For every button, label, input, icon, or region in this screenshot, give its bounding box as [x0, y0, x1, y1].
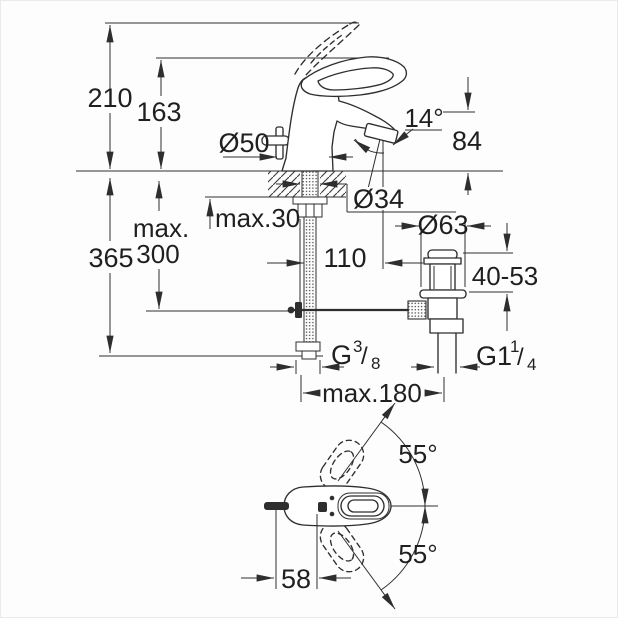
hose-connector-end — [301, 350, 317, 360]
lever-tip — [264, 502, 289, 510]
supply-thread-slash: / — [361, 343, 368, 370]
dimension-body-top-height: 163 — [136, 60, 182, 169]
lever-raised-dashed — [294, 21, 360, 76]
dim-spout-reach-label: 110 — [323, 243, 366, 273]
dim-total-depth-label: 365 — [88, 243, 133, 273]
waste-coupler — [429, 318, 464, 334]
dim-waste-range-label: 40-53 — [472, 261, 539, 291]
dim-swivel-upper-label: 55° — [398, 439, 437, 469]
dimension-mounting-hole: Ø34 — [276, 180, 456, 214]
swivel-range — [337, 402, 429, 610]
dimension-supply-thread: G 3 / 8 — [270, 337, 380, 373]
dim-lever-offset-label: 58 — [281, 564, 311, 594]
dimension-total-depth: 365 — [88, 178, 134, 353]
waste-flange — [419, 289, 467, 299]
dim-total-height-label: 210 — [87, 83, 132, 113]
dimension-spout-angle: 14° — [353, 103, 444, 154]
dim-spout-angle-label: 14° — [404, 103, 443, 133]
dimension-waste-flange: Ø63 — [395, 210, 491, 240]
supply-thread-numerator: 3 — [353, 337, 362, 356]
supply-hose — [305, 217, 315, 342]
dim-hose-span-label: max.180 — [322, 378, 422, 408]
waste-thread-slash: / — [517, 344, 524, 371]
cartridge-mark — [318, 502, 327, 512]
dim-waste-flange-label: Ø63 — [417, 210, 468, 240]
mounting-shank — [287, 170, 409, 360]
pop-up-waste — [407, 249, 467, 374]
dim-base-diameter-label: Ø50 — [218, 128, 269, 158]
dim-mounting-hole-label: Ø34 — [353, 184, 404, 214]
spout-head-contour — [337, 492, 390, 520]
mounting-nut — [297, 203, 323, 218]
rod-knob — [407, 300, 427, 320]
waste-thread-denominator: 4 — [527, 355, 536, 374]
dimension-deck-thickness: max.30 — [206, 199, 300, 233]
threaded-shank — [301, 170, 319, 200]
top-view-body — [264, 485, 438, 527]
faucet-lever-slot — [317, 67, 394, 91]
dim-body-top-height-label: 163 — [136, 97, 181, 127]
dimension-lever-offset: 58 — [241, 509, 351, 594]
dim-swivel-lower-label: 55° — [398, 539, 437, 569]
hose-connector-nut — [295, 341, 321, 352]
waste-thread-prefix: G1 — [476, 341, 512, 371]
dim-hose-length-prefix: max. — [133, 213, 189, 243]
dimension-hose-length: max. 300 — [133, 181, 189, 309]
waste-thread-numerator: 1 — [510, 337, 519, 356]
dim-deck-thickness-label: max.30 — [215, 203, 300, 233]
spout-oval-inner — [347, 499, 379, 513]
side-view: 210 163 365 max. 300 max.30 Ø50 — [76, 21, 539, 408]
dimension-hose-span: max.180 — [303, 378, 442, 408]
supply-thread-denominator: 8 — [371, 354, 380, 373]
dimension-waste-range: 40-53 — [472, 223, 539, 331]
dimension-spout-reach: 110 — [267, 243, 423, 273]
dimension-outlet-height: 84 — [452, 77, 482, 195]
supply-thread-prefix: G — [331, 340, 352, 370]
faucet-body-outline — [281, 76, 395, 172]
waste-cap-rim — [423, 257, 462, 265]
dimension-base-diameter: Ø50 — [218, 128, 353, 161]
dim-hose-length-value: 300 — [136, 239, 179, 269]
dim-outlet-height-label: 84 — [452, 126, 482, 156]
dimension-total-height: 210 — [87, 25, 133, 169]
faucet-body-side — [261, 21, 408, 172]
waste-lower-body — [427, 297, 458, 320]
spout-angle-line — [366, 134, 382, 194]
aerator — [363, 122, 399, 144]
dimension-waste-thread: G1 1 / 4 — [411, 337, 536, 374]
top-view: 58 55° 55° — [241, 402, 438, 610]
